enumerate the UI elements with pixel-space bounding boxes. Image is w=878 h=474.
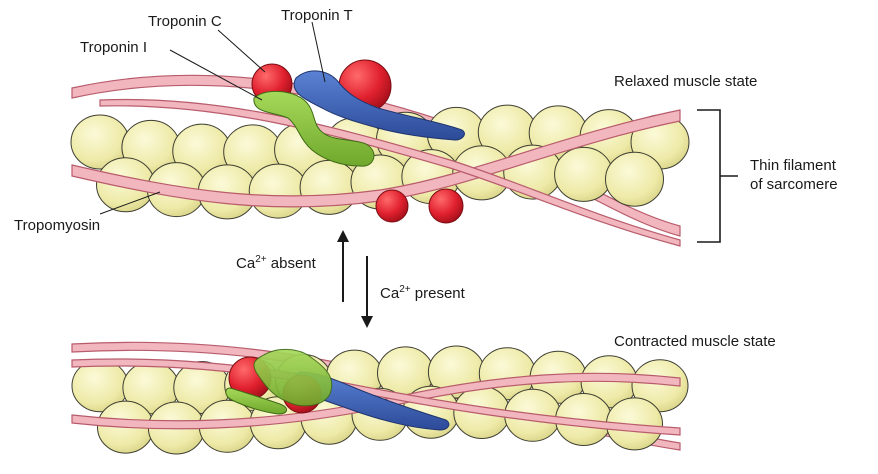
- label-tropomyosin: Tropomyosin: [14, 217, 100, 234]
- label-ca-absent: Ca2+ absent: [236, 254, 317, 272]
- label-contracted-state: Contracted muscle state: [614, 333, 776, 350]
- label-troponin-t: Troponin T: [281, 7, 353, 24]
- actin-monomer: [606, 152, 664, 206]
- relaxed-filament: [71, 60, 689, 246]
- troponin-c-lobe-lower-2: [429, 189, 463, 223]
- label-ca-present: Ca2+ present: [380, 284, 466, 302]
- actin-monomer: [555, 147, 613, 201]
- label-troponin-c: Troponin C: [148, 13, 222, 30]
- label-thin-filament-line1: Thin filament: [750, 157, 837, 174]
- label-troponin-i: Troponin I: [80, 39, 147, 56]
- arrow-up-head: [337, 230, 349, 242]
- transition-arrows: [337, 230, 373, 328]
- label-relaxed-state: Relaxed muscle state: [614, 73, 757, 90]
- thin-filament-bracket: [697, 110, 738, 242]
- arrow-down-head: [361, 316, 373, 328]
- contracted-filament: [72, 342, 688, 454]
- actin-monomer: [249, 164, 307, 218]
- leader-troponin-c: [218, 30, 265, 72]
- label-thin-filament-line2: of sarcomere: [750, 176, 838, 193]
- troponin-c-lobe-lower-1: [376, 190, 408, 222]
